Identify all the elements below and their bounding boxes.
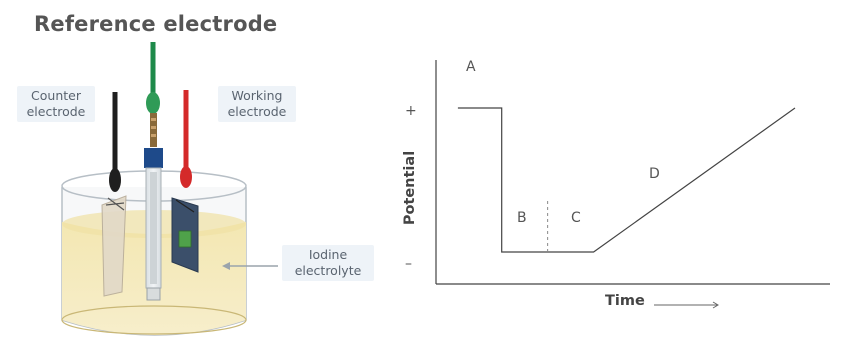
x-axis-label: Time <box>605 293 645 309</box>
region-b-label: B <box>517 210 527 226</box>
working-electrode-label-text: Working electrode <box>227 88 287 119</box>
electrolyte-pointer-arrow <box>222 262 278 270</box>
time-arrow-head <box>712 301 719 309</box>
working-electrode <box>171 90 199 273</box>
iodine-electrolyte-label-text: Iodine electrolyte <box>294 247 362 278</box>
diagram-title: Reference electrode <box>34 12 278 36</box>
reference-electrode <box>144 42 163 301</box>
ytick-plus: + <box>405 103 417 119</box>
region-c-label: C <box>571 210 581 226</box>
potential-series-line <box>457 107 796 253</box>
counter-electrode <box>101 92 127 297</box>
region-a-label: A <box>466 59 476 75</box>
counter-electrode-label: Counter electrode <box>17 86 95 122</box>
working-electrode-label: Working electrode <box>218 86 296 122</box>
y-axis-label: Potential <box>402 150 418 226</box>
counter-electrode-label-text: Counter electrode <box>26 88 86 119</box>
region-d-label: D <box>649 166 660 182</box>
ytick-minus: – <box>405 256 412 272</box>
iodine-electrolyte-label: Iodine electrolyte <box>282 245 374 281</box>
